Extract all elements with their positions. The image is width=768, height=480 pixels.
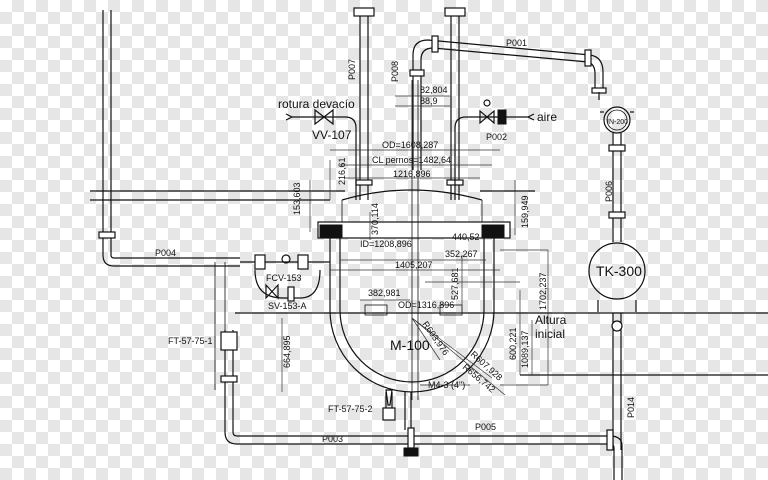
label-rotura-devacio: rotura devacío: [278, 97, 355, 111]
dim-527: 527,681: [450, 267, 460, 300]
dim-1216: 1216,896: [393, 169, 431, 179]
pipe-p004: [98, 10, 240, 267]
valve-vv107: [285, 108, 357, 200]
dim-82804: 82,804: [420, 85, 448, 95]
tank-tk300: [588, 242, 646, 450]
dim-1089: 1089,137: [520, 330, 530, 368]
dim-1702: 1702,237: [538, 272, 548, 310]
text-labels: rotura devacío VV-107 aire P001 P002 P00…: [155, 38, 642, 444]
label-fcv153: FCV-153: [266, 273, 302, 283]
label-p007: P007: [347, 59, 357, 80]
valve-fcv153: [240, 254, 330, 302]
dim-od1608: OD=1608,287: [382, 140, 438, 150]
label-p005: P005: [475, 422, 496, 432]
dim-352: 352,267: [445, 249, 478, 259]
label-in200: IN-200: [607, 119, 628, 126]
dim-600: 600,221: [508, 327, 518, 360]
label-ft5775-1: FT-57-75-1: [168, 336, 213, 346]
label-p003: P003: [322, 434, 343, 444]
label-p002: P002: [486, 132, 507, 142]
dim-od1316: OD=1316,896: [398, 300, 454, 310]
label-aire: aire: [537, 110, 557, 124]
structure-lines: [90, 190, 768, 390]
reactor-m100: [317, 80, 511, 430]
dim-153: 153,603: [292, 182, 302, 215]
dim-216: 216,61: [337, 157, 347, 185]
dim-1405: 1405,207: [395, 260, 433, 270]
label-altura: Altura: [535, 313, 567, 327]
transmitter-ft5775-2: [382, 389, 396, 421]
dim-889: 88,9: [420, 96, 438, 106]
pipe-p002: [454, 99, 535, 200]
dim-440: 440,52: [452, 232, 480, 242]
dim-382: 382,981: [368, 288, 401, 298]
label-inicial: inicial: [535, 327, 565, 341]
pipe-p007: [353, 7, 375, 200]
dim-370: 370,114: [370, 203, 380, 235]
label-p006: P006: [604, 181, 614, 202]
label-tk300: TK-300: [596, 263, 642, 279]
dim-664: 664,895: [282, 335, 292, 368]
label-ft5775-2: FT-57-75-2: [328, 404, 373, 414]
dim-id1208: ID=1208,896: [360, 239, 412, 249]
label-p014: P014: [626, 397, 636, 418]
label-m100: M-100: [390, 337, 430, 353]
pipe-p003: [220, 330, 610, 457]
dimension-lines: [281, 95, 549, 396]
dim-clpernos: CL pernos=1482,64: [372, 155, 451, 165]
label-vv107: VV-107: [312, 128, 352, 142]
label-p008: P008: [390, 61, 400, 82]
label-p004: P004: [155, 248, 176, 258]
label-p001: P001: [506, 38, 527, 48]
pipe-p005: [606, 429, 623, 480]
pipe-p001: [409, 35, 607, 170]
label-sv153a: SV-153-A: [268, 301, 307, 311]
dim-159: 159,949: [520, 195, 530, 228]
label-nozzle: M4-3 (4"): [428, 380, 465, 390]
instrument-in200: [598, 92, 634, 242]
